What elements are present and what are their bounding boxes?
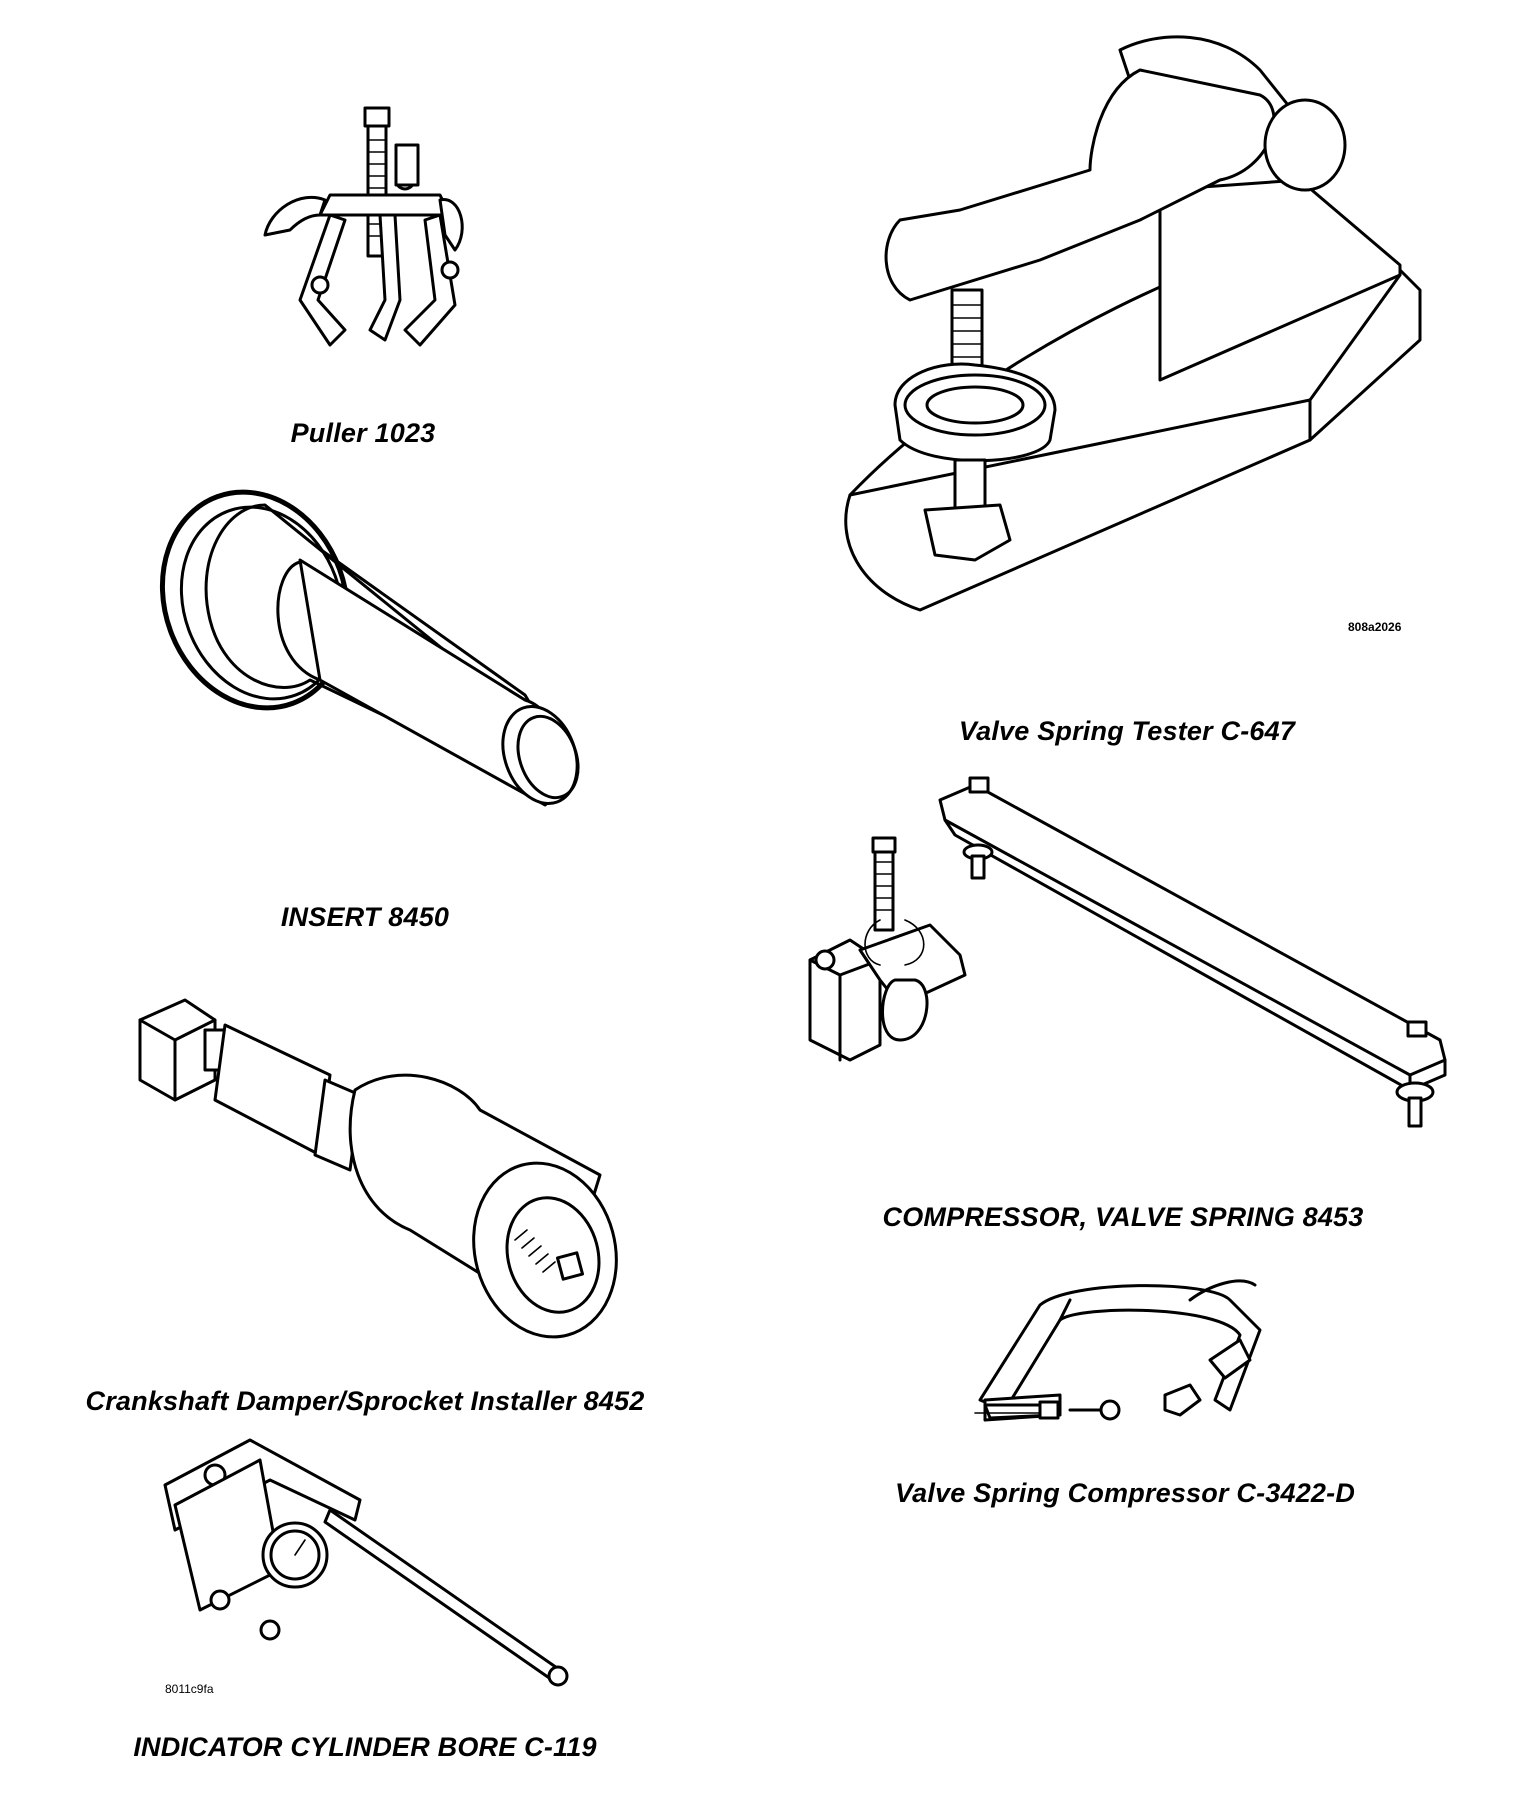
insert-drawing: [159, 489, 580, 807]
installer-drawing: [138, 998, 618, 1339]
caption-puller-1023: Puller 1023: [290, 418, 436, 448]
figure-code-right: 808a2026: [1348, 620, 1402, 634]
compressor8453-drawing: [808, 776, 1447, 1128]
caption-indicator-c119: INDICATOR CYLINDER BORE C-119: [133, 1732, 597, 1762]
caption-compressor-8453: COMPRESSOR, VALVE SPRING 8453: [882, 1202, 1364, 1232]
compressorC3422-drawing: [974, 1279, 1262, 1422]
caption-insert-8450: INSERT 8450: [280, 902, 450, 932]
puller-drawing: [263, 106, 464, 347]
figure-code-left: 8011c9fa: [165, 1682, 214, 1696]
caption-crankshaft-installer-8452: Crankshaft Damper/Sprocket Installer 845…: [85, 1386, 645, 1416]
caption-valve-spring-tester-c647: Valve Spring Tester C-647: [958, 716, 1296, 746]
indicator-drawing: [163, 1438, 569, 1687]
caption-valve-spring-compressor-c3422d: Valve Spring Compressor C-3422-D: [894, 1478, 1356, 1508]
tester-drawing: [844, 35, 1422, 612]
